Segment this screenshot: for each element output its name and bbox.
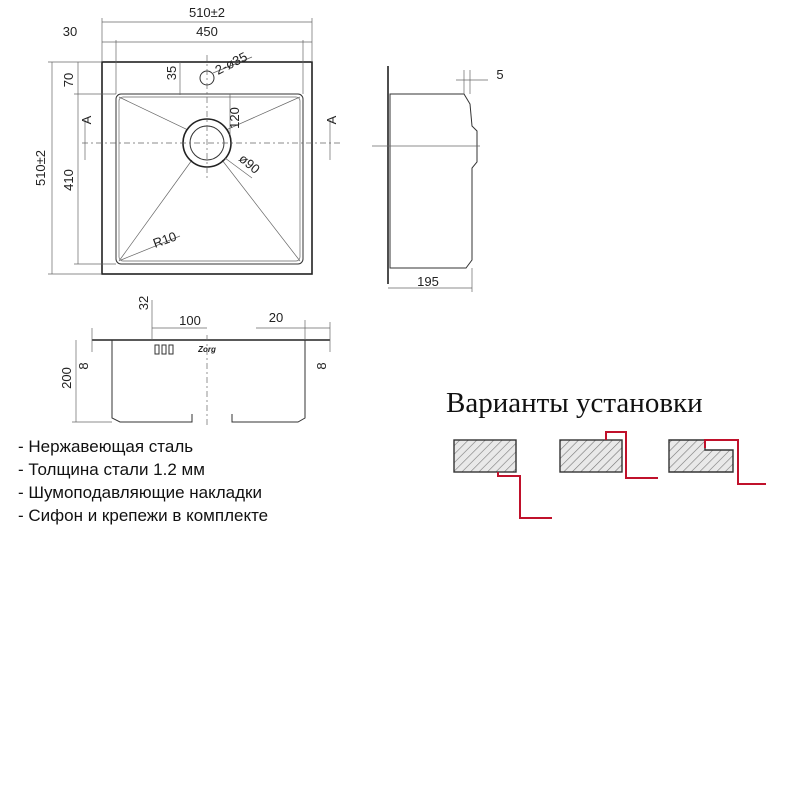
sink-edge-line	[704, 439, 766, 485]
dim-top-margin: 70	[61, 73, 76, 87]
spec-item: - Шумоподавляющие накладки	[18, 483, 262, 502]
dim-drain-offset: 120	[227, 107, 242, 129]
bowl-inner-line	[118, 96, 301, 262]
dim-overall-width: 510±2	[189, 5, 225, 20]
dim-spacing: 100	[179, 313, 201, 328]
dim-front-depth: 200	[59, 367, 74, 389]
dim-flange: 5	[496, 67, 503, 82]
sink-edge-line	[605, 431, 658, 479]
dim-drain-diameter: ø90	[236, 151, 263, 177]
section-marker-left: A	[79, 115, 94, 124]
dim-side-depth: 195	[417, 274, 439, 289]
install-variant-topmount	[559, 431, 658, 479]
dim-overall-height: 510±2	[33, 150, 48, 186]
dim-thickness-left: 8	[76, 362, 91, 369]
install-variant-undermount	[453, 439, 552, 519]
dim-tap-offset: 35	[164, 66, 179, 80]
spec-list: - Нержавеющая сталь - Толщина стали 1.2 …	[18, 437, 268, 525]
dim-corner-radius: R10	[151, 229, 179, 251]
install-title: Варианты установки	[446, 387, 703, 419]
spec-item: - Толщина стали 1.2 мм	[18, 460, 205, 479]
side-view: 5 195	[372, 66, 504, 292]
dim-rim: 20	[269, 310, 283, 325]
bowl-outline	[115, 93, 304, 265]
spec-item: - Нержавеющая сталь	[18, 437, 193, 456]
dim-thickness-right: 8	[314, 362, 329, 369]
front-profile	[111, 340, 306, 423]
dim-inner-width: 450	[196, 24, 218, 39]
sink-edge-line	[497, 472, 552, 519]
front-view: Zorg 32 100 20 200 8 8	[59, 296, 331, 425]
dim-tap-holes: 2-ø35	[213, 49, 250, 78]
section-marker-right: A	[324, 115, 339, 124]
top-view: 510±2 450 30 510±2 410 70 35 2-ø35 120 ø…	[33, 5, 340, 275]
zorg-logo: Zorg	[197, 345, 216, 354]
side-profile	[389, 93, 478, 269]
install-variant-flush	[668, 439, 766, 485]
spec-item: - Сифон и крепежи в комплекте	[18, 506, 268, 525]
install-variants: Варианты установки	[446, 387, 766, 519]
dim-side-margin: 30	[63, 24, 77, 39]
sink-outer-outline	[101, 61, 313, 275]
dim-overflow: 32	[136, 296, 151, 310]
dim-inner-height: 410	[61, 169, 76, 191]
